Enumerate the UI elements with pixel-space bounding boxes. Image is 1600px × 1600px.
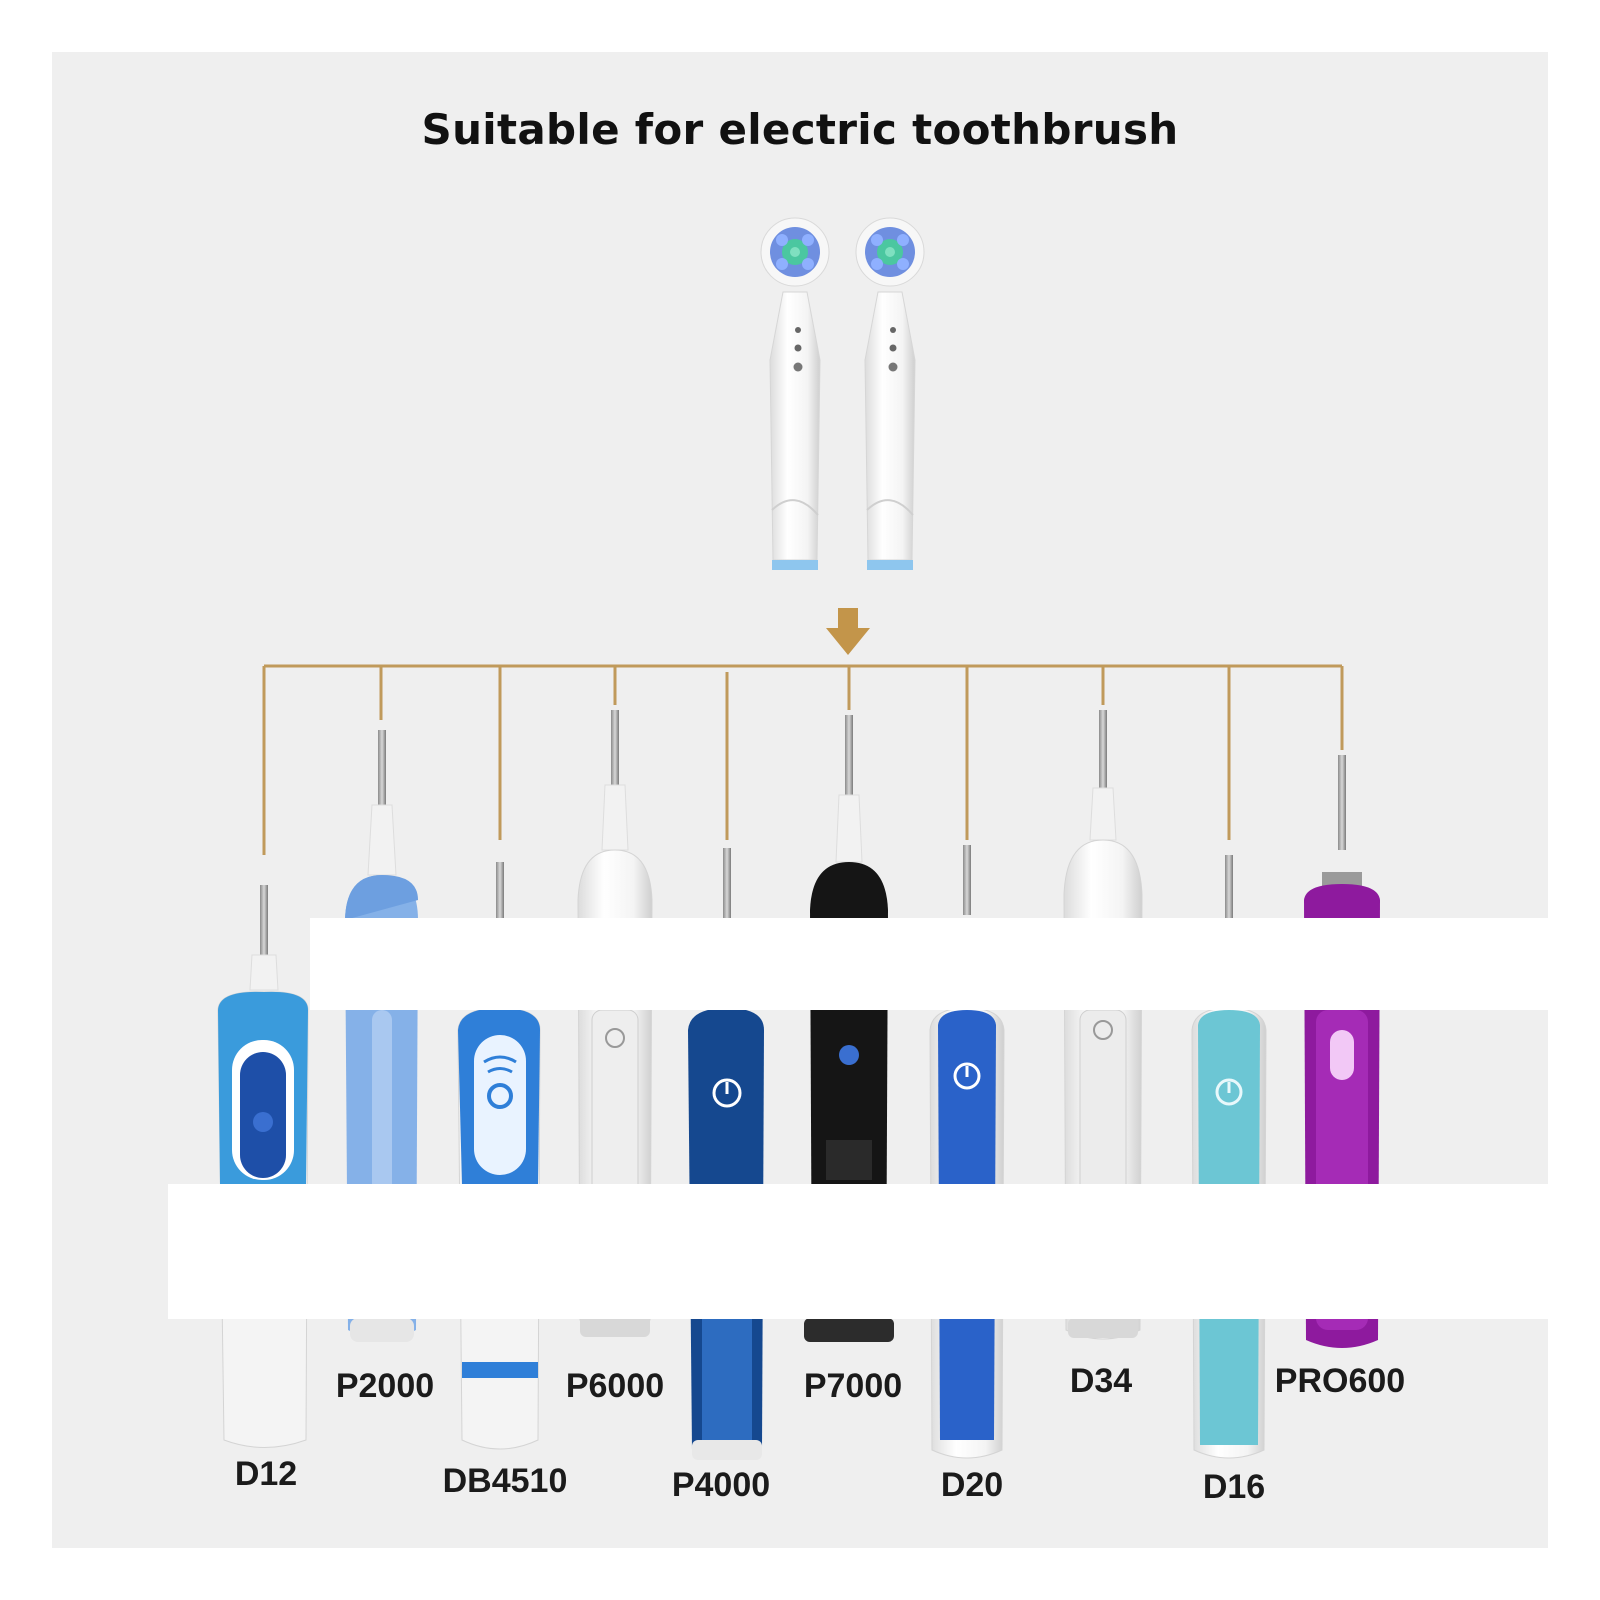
model-label-d16: D16 (1202, 1468, 1266, 1506)
overlay-band-top (310, 918, 1548, 1010)
model-label-p2000: P2000 (335, 1367, 435, 1405)
model-label-d12: D12 (234, 1455, 298, 1493)
overlay-band-bottom (168, 1184, 1548, 1319)
toothbrush-d12 (217, 885, 309, 1448)
connector-lines (262, 664, 1344, 855)
brush-head-2 (855, 217, 925, 570)
model-label-d20: D20 (940, 1466, 1004, 1504)
model-label-p6000: P6000 (565, 1367, 665, 1405)
bristles-1 (770, 227, 820, 277)
model-label-p4000: P4000 (671, 1466, 771, 1504)
bristles-2 (865, 227, 915, 277)
model-label-pro600: PRO600 (1274, 1362, 1406, 1400)
brush-head-1 (760, 217, 830, 570)
model-label-db4510: DB4510 (442, 1462, 568, 1500)
down-arrow-icon (826, 608, 870, 655)
page-title: Suitable for electric toothbrush (421, 105, 1179, 154)
model-label-d34: D34 (1069, 1362, 1133, 1400)
model-label-p7000: P7000 (803, 1367, 903, 1405)
